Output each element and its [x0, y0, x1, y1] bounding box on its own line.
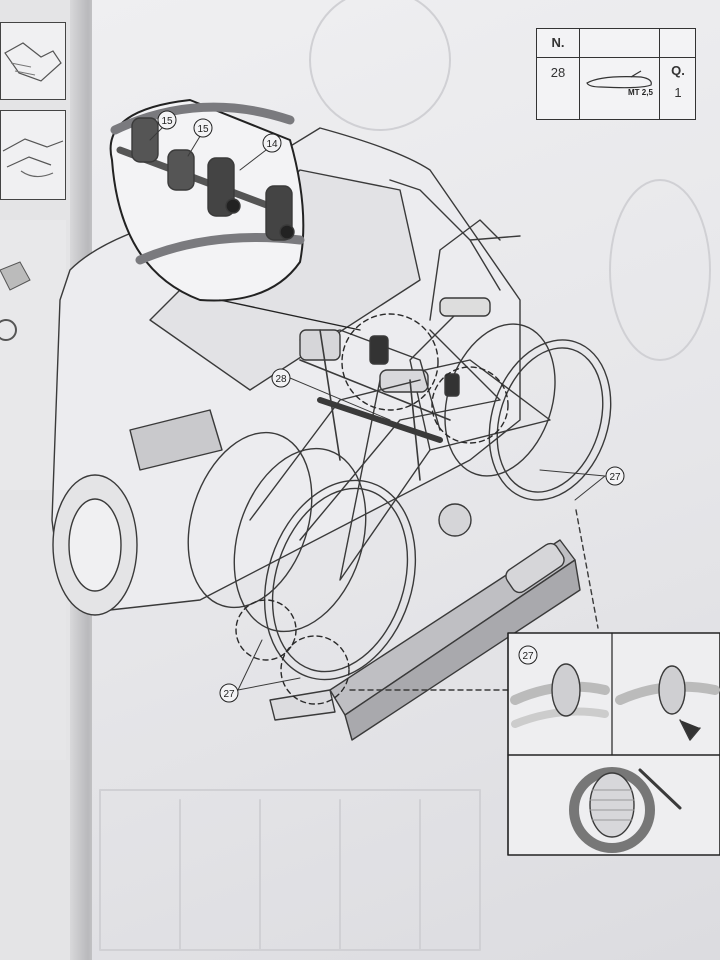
bike-front	[263, 179, 612, 681]
strap-detail	[507, 632, 720, 856]
callout-27-detail: 27	[518, 645, 538, 665]
callout-14: 14	[262, 133, 282, 153]
callout-28: 28	[271, 368, 291, 388]
callout-27-right: 27	[605, 466, 625, 486]
callout-27-left-label: 27	[223, 689, 235, 700]
wiping-hand-icon	[2, 138, 64, 178]
callout-15a-label: 15	[161, 116, 173, 127]
callout-28-label: 28	[275, 374, 287, 385]
detail-circles	[235, 313, 509, 705]
parts-table: N. Q. 28 1	[536, 28, 696, 120]
callout-27-detail-label: 27	[522, 651, 534, 662]
part-number: 28	[550, 65, 566, 80]
hand-cloth-icon	[4, 42, 62, 82]
callout-15b-label: 15	[197, 124, 209, 135]
callout-27-right-label: 27	[609, 472, 621, 483]
callout-14-label: 14	[266, 139, 278, 150]
part-spec: MT 2,5	[628, 88, 653, 97]
leader-line	[219, 299, 361, 331]
col-number-header: N.	[551, 35, 565, 50]
frame-arm	[299, 329, 451, 481]
part-qty: 1	[674, 85, 682, 100]
carrier-rail	[269, 539, 581, 741]
show-through-artwork	[99, 0, 711, 951]
callout-15a: 15	[157, 110, 177, 130]
arrow-down-icon	[679, 719, 701, 741]
left-panel-cleaning	[0, 22, 66, 100]
detail-connector	[349, 509, 599, 691]
strap-part-icon	[586, 70, 652, 89]
frame-clamp-detail	[109, 99, 305, 302]
callout-leaders	[149, 124, 606, 691]
mount-detail-icon	[0, 261, 31, 341]
callout-badges: 15 15 14 28 27 27 27	[157, 110, 625, 703]
callout-15b: 15	[193, 118, 213, 138]
frame-clamp	[369, 335, 460, 397]
callout-27-left: 27	[219, 683, 239, 703]
left-panel-wiping	[0, 110, 66, 200]
col-qty-header: Q.	[671, 63, 685, 78]
